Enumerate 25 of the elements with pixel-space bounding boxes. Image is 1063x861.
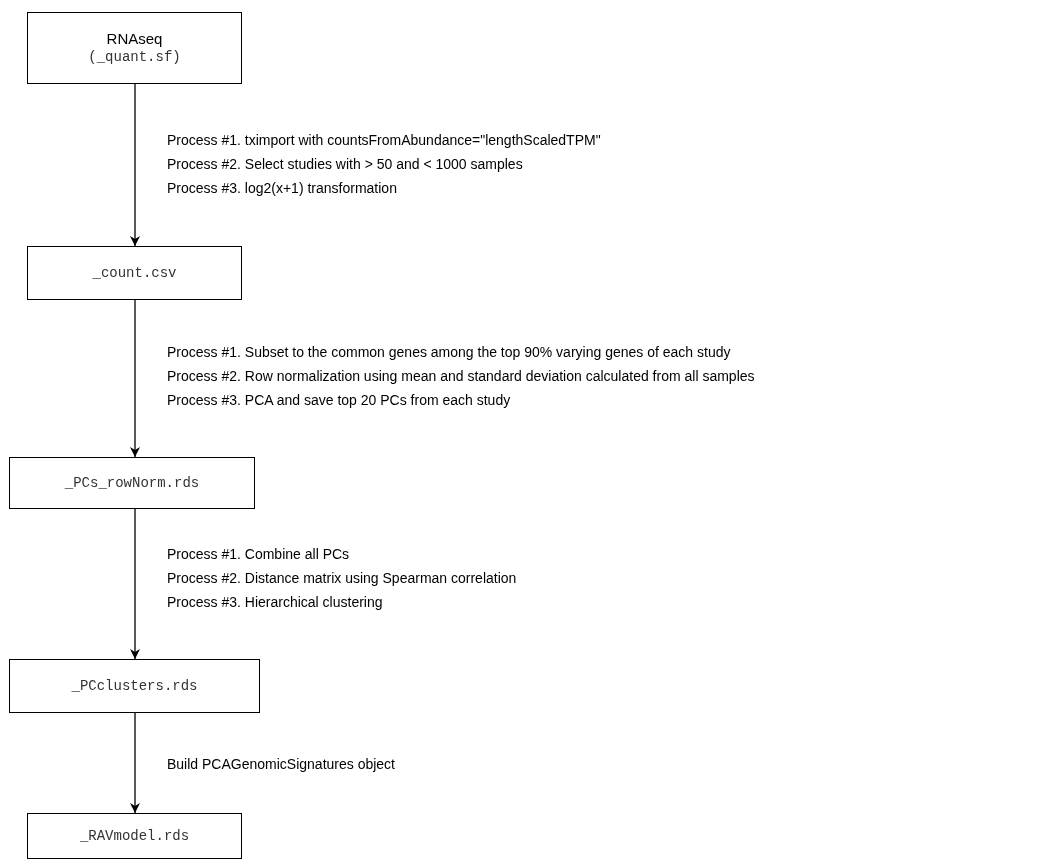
- file-name: _PCclusters.rds: [71, 676, 198, 696]
- process-step-text: Process #1. Combine all PCs: [167, 545, 350, 563]
- process-step-text: Build PCAGenomicSignatures object: [167, 755, 395, 773]
- file-name: _PCs_rowNorm.rds: [64, 473, 200, 493]
- file-box: [9, 457, 255, 509]
- file-name: _RAVmodel.rds: [79, 826, 190, 846]
- process-step-text: Process #3. PCA and save top 20 PCs from each study: [167, 391, 511, 409]
- file-box: [27, 12, 242, 84]
- process-step-text: Process #3. Hierarchical clustering: [167, 593, 383, 611]
- node-title: RNAseq: [106, 29, 163, 48]
- process-step-text: Process #2. Distance matrix using Spearman correlation: [167, 569, 517, 587]
- file-box: [9, 659, 260, 713]
- arrow: [130, 508, 140, 660]
- process-step-text: Process #1. tximport with countsFromAbundance="lengthScaledTPM": [167, 131, 601, 149]
- file-box: [27, 246, 242, 300]
- file-name: (_quant.sf): [88, 48, 181, 67]
- arrow: [130, 712, 140, 814]
- file-name: _count.csv: [92, 263, 177, 283]
- arrow: [130, 83, 140, 247]
- process-step-text: Process #3. log2(x+1) transformation: [167, 179, 397, 197]
- process-step-text: Process #2. Row normalization using mean and standard deviation calculated from all samples: [167, 367, 755, 385]
- process-step-text: Process #2. Select studies with > 50 and < 1000 samples: [167, 155, 523, 173]
- arrow: [130, 299, 140, 458]
- process-step-text: Process #1. Subset to the common genes among the top 90% varying genes of each study: [167, 343, 731, 361]
- file-box: [27, 813, 242, 859]
